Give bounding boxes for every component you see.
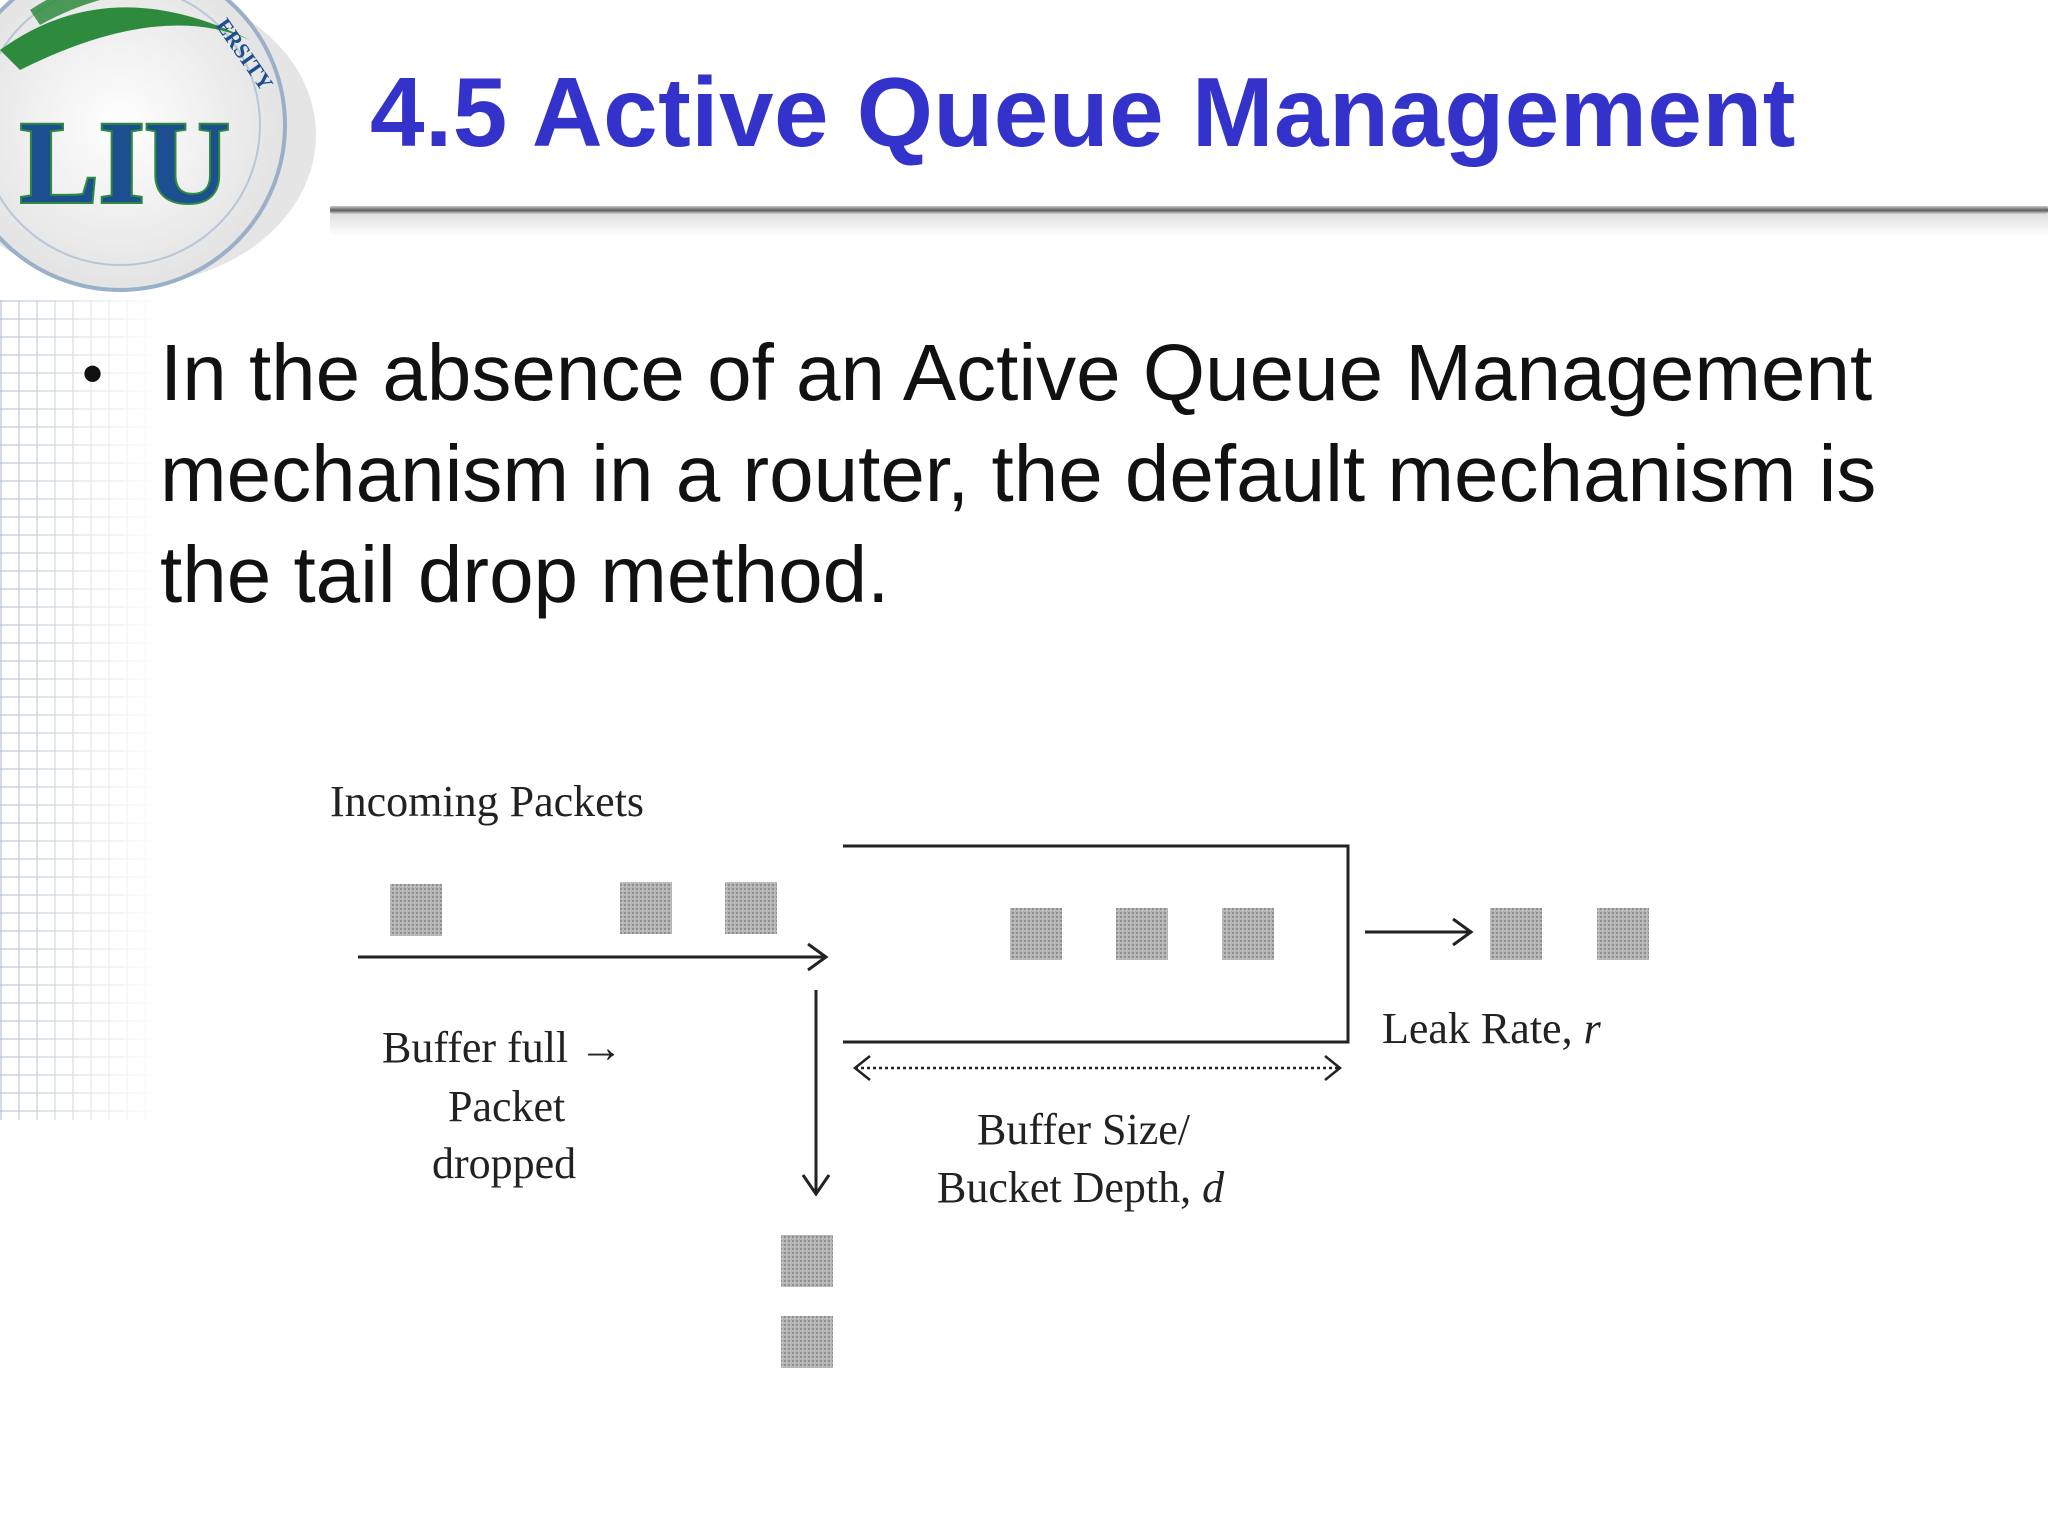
buffer-size-arrowhead-right [1324,1055,1343,1081]
incoming-packets-label: Incoming Packets [330,777,644,826]
bullet-list: • In the absence of an Active Queue Mana… [70,322,2010,625]
drop-label-line-1: Buffer full → [382,1023,623,1072]
buffer-size-arrowhead-left [852,1055,871,1081]
decorative-grid [0,300,160,1120]
header-rule-shadow [330,214,2048,236]
packet [725,882,777,934]
bullet-line-3: the tail drop method. [160,530,890,619]
packet [1222,908,1274,960]
tail-drop-diagram: Incoming Packets Buffer full → Packet dr… [330,777,1649,1368]
liu-logo: ERSITY LIU [0,0,316,292]
drop-label-line-3: dropped [432,1139,576,1188]
packet [390,884,442,936]
buffer-size-label-line-2: Bucket Depth, d [937,1163,1225,1212]
bullet-line-2: mechanism in a router, the default mecha… [160,429,1877,518]
slide-title: 4.5 Active Queue Management [370,57,1796,167]
leak-rate-label: Leak Rate, r [1382,1004,1602,1053]
incoming-arrowhead [807,942,829,972]
packet [620,882,672,934]
packet [1010,908,1062,960]
bullet-item: • In the absence of an Active Queue Mana… [70,322,2010,625]
buffer-box [843,844,1350,1044]
dropped-packet [781,1316,833,1368]
dropped-packet [781,1235,833,1287]
drop-label-line-2: Packet [448,1082,565,1131]
packet [1490,908,1542,960]
packet [1597,908,1649,960]
packet [1116,908,1168,960]
leak-arrowhead [1452,917,1474,947]
bullet-marker: • [82,340,104,407]
bullet-line-1: In the absence of an Active Queue Manage… [160,328,1873,417]
buffer-size-label-line-1: Buffer Size/ [977,1105,1191,1154]
header-rule [330,206,2048,214]
drop-arrowhead [801,1174,831,1197]
logo-text: LIU [20,97,230,228]
